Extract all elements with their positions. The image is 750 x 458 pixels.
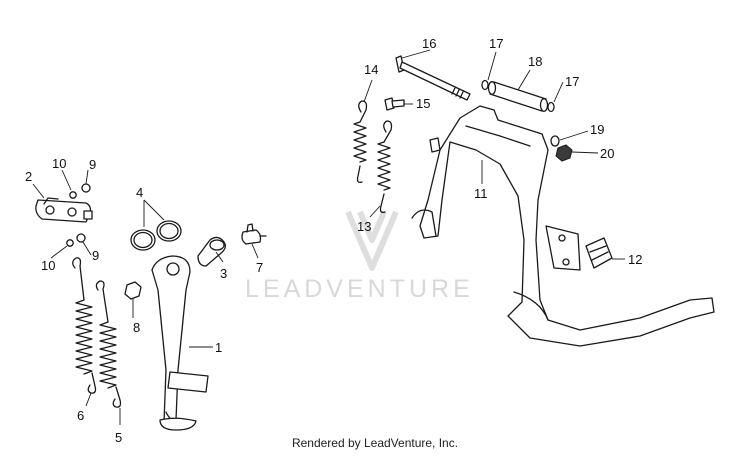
part-14-spring [353,100,368,184]
callout-9-lower: 9 [92,248,99,263]
callout-10-upper: 10 [52,156,66,171]
part-12-pad [585,237,613,269]
callout-17-right: 17 [565,74,579,89]
part-7-switch [241,223,267,245]
part-20-nut [555,144,573,162]
callout-4: 4 [136,185,143,200]
part-4-rings [130,220,182,251]
callout-14: 14 [364,62,378,77]
part-17-washer-a [481,79,489,91]
callout-19: 19 [590,122,604,137]
part-1-side-stand [151,255,209,431]
callout-5: 5 [115,430,122,445]
part-15-bolt [384,97,405,111]
callout-2: 2 [25,169,32,184]
watermark: LEADVENTURE [245,210,474,303]
part-fitting [429,137,441,153]
callout-1: 1 [215,340,222,355]
callout-13: 13 [357,219,371,234]
callout-3: 3 [220,266,227,281]
part-3-stopper [197,236,226,267]
leader-lines [32,49,625,425]
part-18-sleeve [487,81,549,112]
callout-16: 16 [422,36,436,51]
part-5-spring [95,280,122,408]
part-8-nut [124,281,142,300]
part-17-washer-b [547,101,555,113]
callout-12: 12 [628,252,642,267]
callouts: 1 2 3 4 5 6 7 8 9 9 10 10 11 12 13 14 15… [25,36,642,445]
watermark-logo-icon [345,210,399,271]
credit-text: Rendered by LeadVenture, Inc. [291,436,459,450]
callout-10-lower: 10 [41,258,55,273]
callout-8: 8 [133,320,140,335]
callout-17-left: 17 [489,36,503,51]
part-9-10-fasteners [66,183,91,247]
callout-9-upper: 9 [89,157,96,172]
callout-18: 18 [528,54,542,69]
callout-15: 15 [416,96,430,111]
part-16-bolt [395,55,471,101]
part-11-center-stand [411,105,715,347]
callout-20: 20 [600,146,614,161]
part-19-washer [550,135,560,147]
part-2-bracket [35,197,93,223]
watermark-text: LEADVENTURE [245,275,474,303]
part-13-spring [377,120,393,214]
part-6-spring [72,257,97,394]
callout-11: 11 [474,186,488,201]
callout-7: 7 [256,260,263,275]
callout-6: 6 [77,408,84,423]
